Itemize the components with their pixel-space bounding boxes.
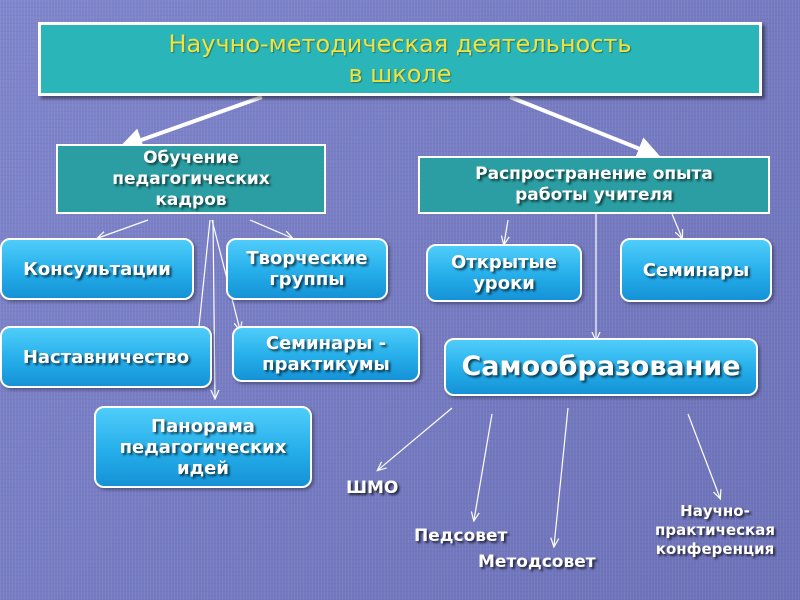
- branch-experience-line-2: работы учителя: [515, 185, 673, 205]
- arrow-experience-to-seminars: [671, 213, 682, 238]
- node-panorama: Панорама педагогических идей: [94, 406, 312, 488]
- arrow-self-to-shmo: [378, 407, 453, 470]
- node-self-education-label: Самообразование: [461, 351, 741, 382]
- node-creative-groups-line-2: группы: [269, 269, 345, 290]
- outcome-pedsovet: Педсовет: [414, 526, 508, 546]
- arrow-self-to-pedsovet: [474, 413, 493, 520]
- node-panorama-line-1: Панорама: [151, 415, 255, 437]
- outcome-conference-line-3: конференция: [655, 540, 775, 558]
- node-seminars-practicums: Семинары - практикумы: [232, 326, 420, 382]
- node-seminars: Семинары: [620, 238, 772, 302]
- outcome-metodsovet: Методсовет: [478, 552, 596, 572]
- arrow-training-to-creative: [249, 219, 292, 238]
- node-mentoring-label: Наставничество: [22, 346, 190, 368]
- node-seminars-practicums-line-1: Семинары -: [265, 333, 387, 354]
- branch-training-line-3: кадров: [155, 189, 227, 210]
- node-seminars-practicums-line-2: практикумы: [262, 354, 390, 375]
- outcome-conference-line-2: практическая: [655, 521, 775, 539]
- main-title-box: Научно-методическая деятельность в школе: [38, 22, 762, 96]
- branch-experience-box: Распространение опыта работы учителя: [418, 156, 770, 214]
- branch-training-box: Обучение педагогических кадров: [56, 144, 326, 214]
- branch-training-line-1: Обучение: [143, 147, 239, 168]
- arrow-experience-to-open-lessons: [504, 219, 508, 244]
- node-open-lessons: Открытые уроки: [426, 244, 582, 302]
- node-panorama-line-2: педагогических: [119, 436, 287, 458]
- node-mentoring: Наставничество: [0, 326, 212, 388]
- node-self-education: Самообразование: [444, 338, 758, 396]
- arrow-self-to-metodsovet: [554, 407, 569, 546]
- branch-experience-line-1: Распространение опыта: [475, 164, 713, 184]
- arrow-training-to-consultations: [98, 219, 149, 238]
- node-seminars-label: Семинары: [642, 259, 750, 281]
- node-panorama-line-3: идей: [177, 457, 229, 479]
- branch-training-line-2: педагогических: [112, 168, 270, 189]
- node-creative-groups: Творческие группы: [226, 238, 388, 300]
- node-consultations-label: Консультации: [23, 258, 171, 280]
- arrow-training-to-mentoring: [198, 219, 211, 336]
- outcome-shmo: ШМО: [346, 478, 399, 498]
- node-creative-groups-line-1: Творческие: [246, 248, 368, 269]
- node-consultations: Консультации: [0, 238, 194, 300]
- arrow-self-to-conference: [687, 413, 720, 498]
- arrow-title-to-experience: [509, 95, 662, 160]
- arrow-training-to-panorama: [213, 219, 215, 398]
- main-title-line-1: Научно-методическая деятельность: [168, 30, 632, 58]
- outcome-conference: Научно- практическая конференция: [640, 502, 790, 559]
- arrow-title-to-training: [118, 95, 263, 152]
- outcome-conference-line-1: Научно-: [680, 502, 750, 520]
- node-open-lessons-line-2: уроки: [473, 273, 535, 294]
- node-open-lessons-line-1: Открытые: [450, 252, 558, 273]
- main-title-line-2: в школе: [348, 60, 452, 88]
